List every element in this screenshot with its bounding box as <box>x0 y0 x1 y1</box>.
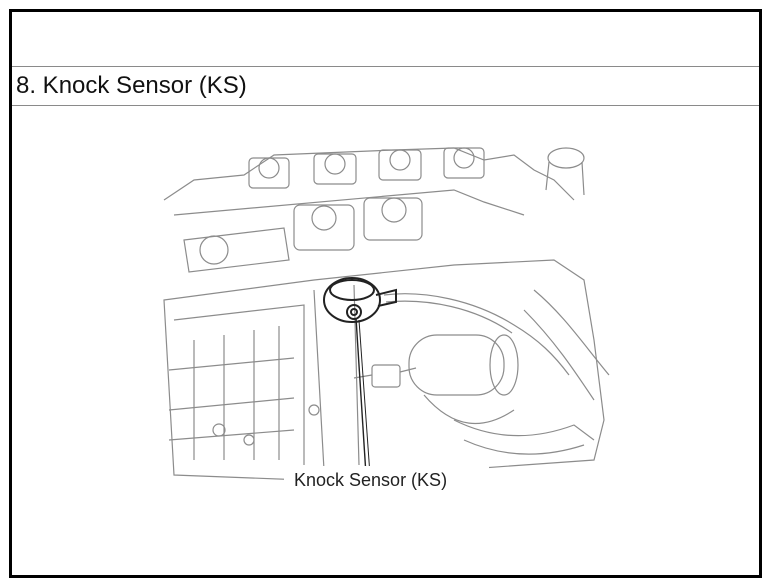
header-strip <box>12 12 759 66</box>
engine-illustration: Knock Sensor (KS) <box>154 140 619 495</box>
page-frame: 8. Knock Sensor (KS) <box>9 9 762 578</box>
section-title: 8. Knock Sensor (KS) <box>16 72 247 99</box>
section-title-row: 8. Knock Sensor (KS) <box>12 66 759 106</box>
knock-sensor-callout: Knock Sensor (KS) <box>294 470 448 490</box>
engine-diagram-svg <box>163 147 610 492</box>
